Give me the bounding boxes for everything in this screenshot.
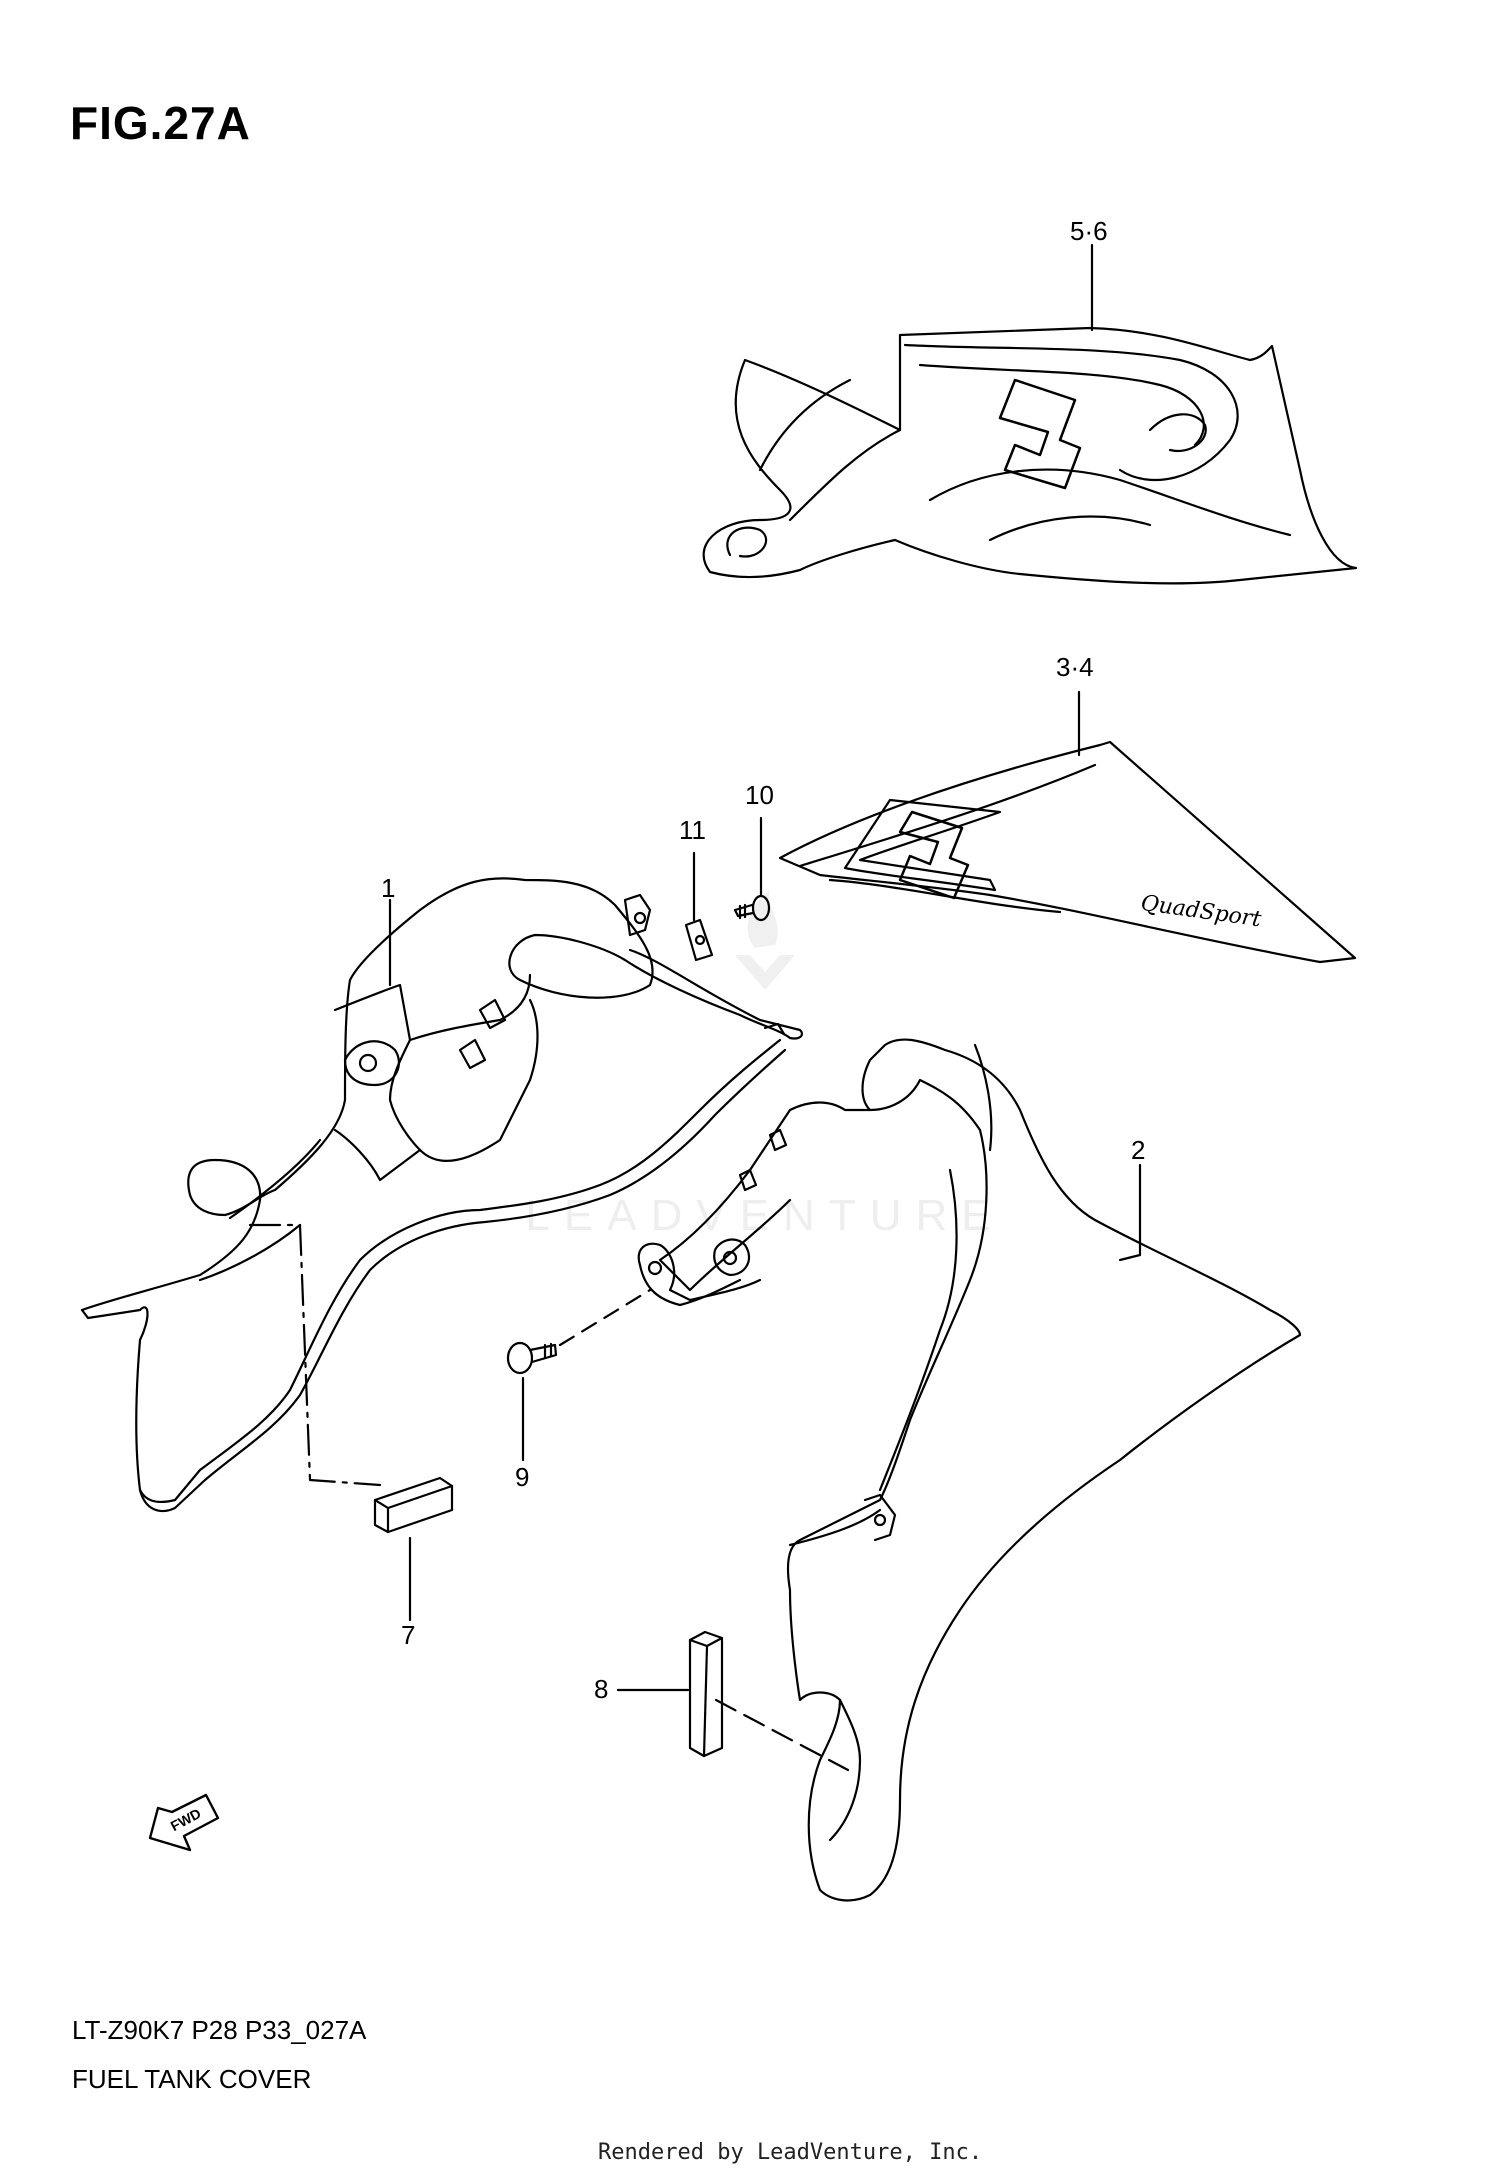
fwd-direction-arrow: FWD <box>148 1793 220 1852</box>
callout-10: 10 <box>745 780 774 810</box>
leader-2 <box>1118 1163 1142 1262</box>
part-2-right-cover <box>637 1038 1302 1902</box>
callout-2: 2 <box>1131 1135 1146 1165</box>
guide-9-to-2 <box>558 1288 652 1347</box>
leadventure-watermark: LEADVENTURE <box>525 890 1004 1240</box>
guide-1-to-7 <box>248 1223 382 1487</box>
quadsport-script: QuadSport <box>1139 891 1263 933</box>
callout-8: 8 <box>594 1674 609 1704</box>
part-7-cushion-pad <box>373 1476 454 1534</box>
part-3-4-tank-decal: QuadSport <box>778 740 1357 964</box>
callout-11: 11 <box>679 815 706 845</box>
callout-1: 1 <box>381 873 396 903</box>
part-8-cushion-pad <box>688 1630 724 1758</box>
guide-8-to-2 <box>714 1698 850 1772</box>
part-1-left-cover <box>80 877 804 1513</box>
part-5-6-flame-decal <box>702 326 1358 585</box>
callout-5-6: 5·6 <box>1070 216 1108 246</box>
section-name: FUEL TANK COVER <box>72 2064 312 2094</box>
part-9-push-rivet <box>506 1341 558 1375</box>
model-code: LT-Z90K7 P28 P33_027A <box>72 2015 367 2045</box>
callout-3-4: 3·4 <box>1056 652 1094 682</box>
rendered-by-footer: Rendered by LeadVenture, Inc. <box>598 2140 983 2165</box>
callout-9: 9 <box>515 1462 530 1492</box>
part-11-clip <box>684 918 714 962</box>
callout-7: 7 <box>401 1620 416 1650</box>
watermark-text: LEADVENTURE <box>525 1191 1004 1240</box>
figure-title: FIG.27A <box>70 97 251 149</box>
